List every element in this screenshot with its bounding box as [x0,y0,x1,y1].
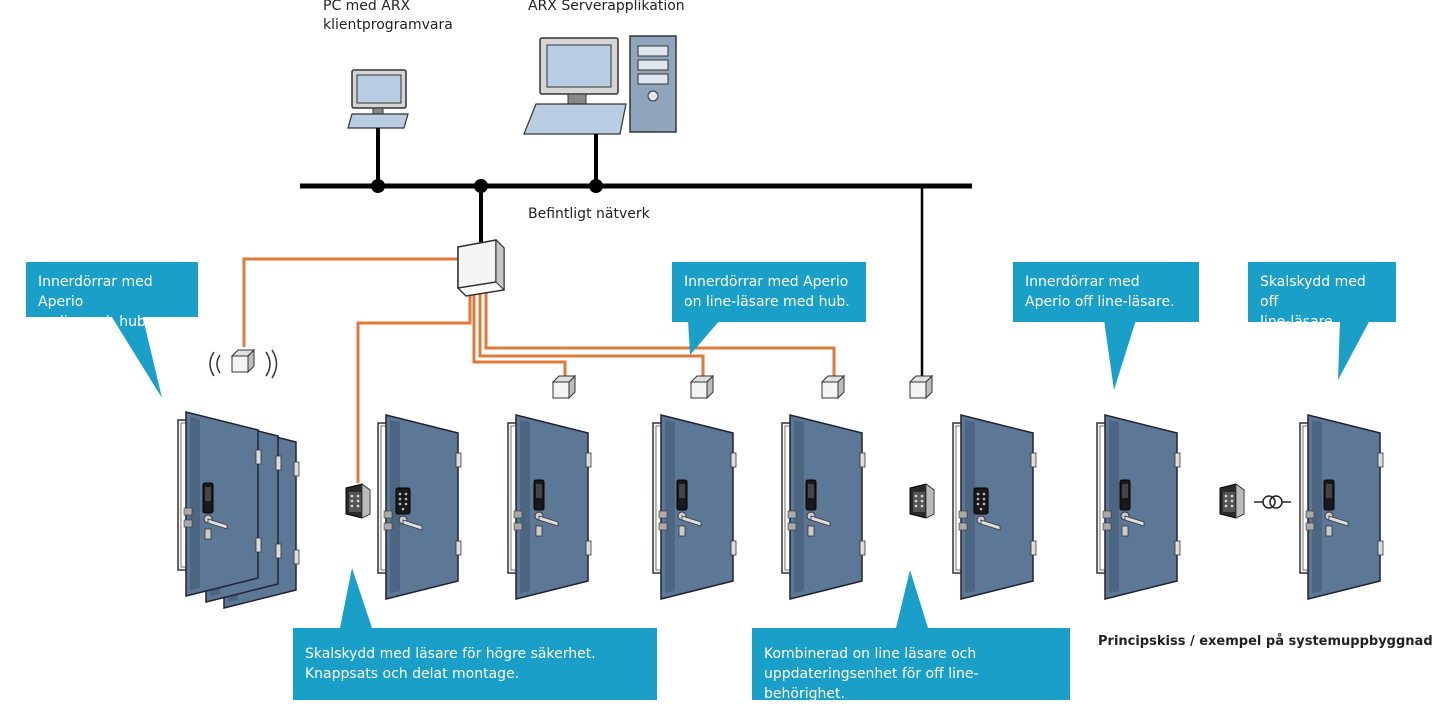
callout-combined-reader: Kombinerad on line läsare och uppdaterin… [752,628,1070,702]
hub-branch [474,179,924,378]
pc-client-label: PC med ARX klientprogramvara [323,0,453,33]
callout-aperio-online-reader-hub: Innerdörrar med Aperio on line-läsare me… [672,262,866,322]
callout-pointers [110,314,1370,628]
hub-icon [690,375,714,399]
door-icon [1299,414,1384,600]
hub-icon [821,375,845,399]
hub-icon [552,375,576,399]
keypad-icon [1219,483,1245,519]
server-icon [523,35,677,193]
wireless-hub-icon [209,349,278,379]
callout-aperio-online-hub: Innerdörrar med Aperio on line och hub. [26,262,198,330]
door-icon [1096,414,1181,600]
door-icon [781,414,866,600]
keypad-icon [909,483,935,519]
callout-aperio-offline: Innerdörrar med Aperio off line-läsare. [1013,262,1199,322]
door-icon [377,414,462,600]
server-label: ARX Serverapplikation [528,0,685,14]
door-group-icon [177,411,300,609]
hub-icon [909,375,933,399]
callout-perimeter-offline: Skalskydd med off line-läsare [1248,262,1396,330]
door-icon [652,414,737,600]
callout-perimeter-high-security: Skalskydd med läsare för högre säkerhet.… [293,628,657,700]
controller-box [457,238,505,297]
network-label: Befintligt nätverk [528,206,650,222]
door-icon [507,414,592,600]
diagram-caption: Principskiss / exempel på systemuppbyggn… [1098,634,1433,649]
offline-link-icon [1254,495,1291,509]
cable-lines [242,257,836,483]
door-icon [952,414,1037,600]
client-pc-icon [347,69,409,193]
keypad-icon [345,483,371,519]
